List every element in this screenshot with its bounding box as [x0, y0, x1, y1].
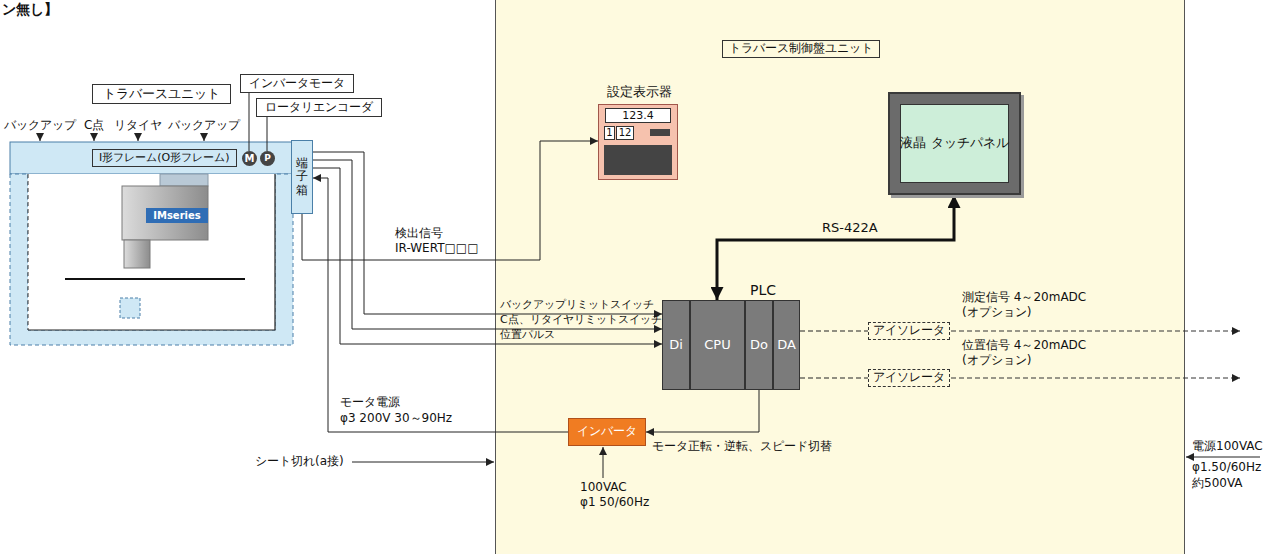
node-label: P — [264, 154, 271, 163]
leader-arrow — [94, 134, 95, 141]
node-label: 1 — [604, 126, 615, 140]
encoder-symbol: P — [260, 151, 275, 166]
sensor-probe — [124, 240, 150, 268]
edge-label: 位置パルス — [500, 329, 555, 342]
callout-box: ロータリエンコーダ — [256, 98, 382, 117]
signal-label: φ3 200V 30～90Hz — [340, 412, 452, 426]
connector-line — [717, 195, 954, 300]
node-label: 123.4 — [605, 108, 671, 123]
signal-label: バックアップ — [4, 119, 76, 133]
node-label: アイソレータ — [873, 324, 945, 338]
node-label: IMseries — [153, 210, 201, 222]
inverter-box: インバータ — [568, 418, 646, 446]
node-label: インバータモータ — [249, 77, 345, 91]
sensor-body — [122, 186, 208, 240]
plc-module: DA — [773, 300, 800, 390]
sensor-head — [160, 174, 208, 186]
plc-module: CPU — [690, 300, 745, 390]
connector-line — [646, 390, 759, 432]
node-label: 12 — [616, 126, 634, 140]
callout-box: インバータモータ — [240, 74, 354, 93]
output-wire — [951, 331, 1240, 332]
node-label: 液晶 タッチパネル — [900, 104, 1009, 183]
frame-label: I形フレーム(O形フレーム) — [92, 149, 237, 167]
plc-module: Do — [745, 300, 773, 390]
sensor-badge: IMseries — [146, 208, 208, 223]
frame-inner-edge — [28, 174, 29, 330]
position-arrows — [40, 134, 204, 141]
node-label: トラバースユニット — [103, 87, 220, 102]
setting-display: 設定表示器123.4112 — [598, 104, 678, 180]
plc-group: PLC Di CPU Do DA — [662, 282, 800, 390]
control-panel: トラバース制御盤ユニット設定表示器 123.4 112 液晶 タッチパネル PLC Di C… — [495, 0, 1185, 554]
edge-label: バックアップリミットスイッチ — [500, 299, 654, 312]
node-label: トラバース制御盤ユニット — [722, 40, 880, 58]
signal-label: 測定信号 4～20mADC — [962, 291, 1086, 305]
signal-label: (オプション) — [962, 306, 1031, 320]
signal-label: バックアップ — [168, 119, 240, 133]
node-label: PLC — [750, 282, 776, 298]
isolator-box: アイソレータ — [868, 322, 950, 340]
signal-label: シート切れ(a接) — [255, 455, 344, 469]
node-label: 端子箱 — [296, 157, 308, 197]
leader-arrow — [40, 134, 41, 141]
node-label: DA — [777, 338, 796, 353]
motor-symbol: M — [242, 151, 257, 166]
connector-line — [302, 141, 598, 260]
edge-label: モータ正転・逆転、スピード切替 — [652, 440, 832, 454]
signal-label: C点 — [84, 119, 104, 133]
signal-label: φ1 50/60Hz — [580, 496, 649, 510]
plc-module: Di — [662, 300, 690, 390]
device-part — [650, 129, 670, 136]
control-panel-ground — [496, 0, 1185, 554]
signal-label: φ1.50/60Hz — [1192, 461, 1261, 475]
terminal-box: 端子箱 — [291, 140, 313, 214]
node-label: Di — [669, 338, 683, 353]
connector-line — [800, 331, 868, 332]
unit-title-box: トラバースユニット — [92, 84, 231, 104]
connector-line — [313, 160, 662, 329]
connector-line — [267, 117, 268, 151]
node-label: 設定表示器 — [607, 85, 672, 100]
frame-inner-edge — [28, 174, 275, 330]
page-title: ン無し】 — [2, 1, 58, 17]
signal-label: 約500VA — [1192, 477, 1243, 491]
touch-panel: 液晶 タッチパネル — [888, 92, 1021, 195]
isolator-box: アイソレータ — [868, 369, 950, 387]
node-label: Do — [750, 338, 768, 353]
supply-wire — [603, 447, 604, 478]
sheet-line — [65, 278, 245, 280]
node-label: M — [245, 154, 255, 164]
edge-label: 検出信号 — [395, 227, 443, 241]
device-part — [604, 145, 672, 175]
signal-label: IR-WERT□□□ — [395, 242, 479, 256]
lower-sensor — [120, 298, 140, 318]
sheet-cut-wire — [352, 462, 494, 463]
node-label: I形フレーム(O形フレーム) — [99, 152, 230, 165]
connector-line — [249, 93, 250, 151]
power-wire — [1186, 457, 1260, 458]
node-label: CPU — [704, 338, 730, 353]
node-label: インバータ — [577, 425, 637, 439]
signal-label: 位置信号 4～20mADC — [962, 339, 1086, 353]
edge-label: モータ電源 — [340, 396, 400, 410]
frame-inner — [28, 174, 275, 330]
signal-label: (オプション) — [962, 354, 1031, 368]
signal-label: 電源100VAC — [1192, 440, 1263, 454]
edge-label: RS-422A — [822, 221, 878, 236]
leader-arrow — [138, 134, 139, 141]
output-wire — [951, 378, 1240, 379]
frame-lower — [10, 174, 293, 345]
connector-line — [313, 168, 662, 344]
frame-top-bar — [10, 142, 293, 174]
edge-label: C点、リタイヤリミットスイッチ — [500, 314, 662, 327]
leader-arrow — [204, 134, 205, 141]
node-label: アイソレータ — [873, 371, 945, 385]
signal-label: 100VAC — [580, 481, 627, 495]
signal-label: リタイヤ — [114, 119, 162, 133]
node-label: ロータリエンコーダ — [265, 101, 373, 115]
connector-line — [800, 378, 868, 379]
